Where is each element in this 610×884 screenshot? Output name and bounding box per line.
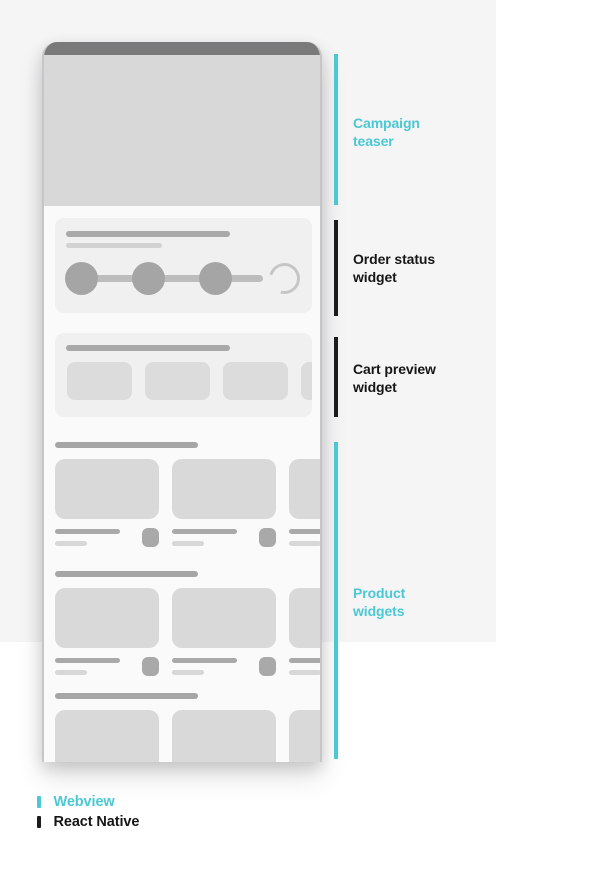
- product-meta: [55, 657, 159, 676]
- product-action-placeholder: [259, 528, 276, 547]
- product-card: [55, 710, 159, 762]
- cart-item-tile: [223, 362, 288, 400]
- order-title-placeholder: [66, 231, 230, 237]
- product-meta: [289, 658, 320, 676]
- product-card: [55, 459, 159, 519]
- cart-item-tiles: [67, 362, 312, 400]
- product-action-placeholder: [259, 657, 276, 676]
- product-card: [55, 588, 159, 648]
- product-action-placeholder: [142, 657, 159, 676]
- legend-marker-webview-icon: [37, 795, 41, 809]
- phone-content: [44, 218, 320, 762]
- product-card: [172, 459, 276, 519]
- product-card-row: [55, 588, 320, 648]
- label-campaign-teaser: Campaign teaser: [353, 115, 420, 149]
- product-meta-row: [55, 528, 320, 547]
- product-card: [172, 588, 276, 648]
- product-meta: [172, 657, 276, 676]
- legend-label-react-native: React Native: [53, 814, 140, 830]
- label-order-status-widget: Order status widget: [353, 251, 436, 285]
- phone-status-bar: [44, 42, 320, 55]
- label-product-widgets: Product widgets: [353, 585, 406, 619]
- step-connector: [81, 275, 149, 282]
- legend-marker-react-native-icon: [37, 815, 41, 829]
- cart-preview-widget: [55, 333, 312, 417]
- product-card-row: [55, 710, 320, 762]
- product-meta-row: [55, 657, 320, 676]
- step-dot-done: [65, 262, 98, 295]
- product-meta: [55, 528, 159, 547]
- bracket-line-order-status: [334, 220, 338, 316]
- step-dot-done: [132, 262, 165, 295]
- step-dot-done: [199, 262, 232, 295]
- step-spinner-pending: [263, 257, 306, 300]
- legend-item-webview: Webview: [37, 794, 115, 810]
- product-card: [172, 710, 276, 762]
- bracket-line-product-widgets: [334, 442, 338, 759]
- product-action-placeholder: [142, 528, 159, 547]
- product-section-title-placeholder: [55, 693, 198, 699]
- order-subtitle-placeholder: [66, 243, 162, 248]
- product-section-title-placeholder: [55, 442, 198, 448]
- campaign-teaser-block: [44, 55, 320, 206]
- bracket-line-campaign-teaser: [334, 54, 338, 205]
- product-card-row: [55, 459, 320, 519]
- cart-item-tile: [301, 362, 312, 400]
- product-section-title-placeholder: [55, 571, 198, 577]
- product-card: [289, 588, 320, 648]
- legend-item-react-native: React Native: [37, 814, 139, 830]
- step-connector: [148, 275, 216, 282]
- product-meta: [172, 528, 276, 547]
- legend-label-webview: Webview: [53, 794, 115, 810]
- cart-item-tile: [67, 362, 132, 400]
- cart-title-placeholder: [66, 345, 230, 351]
- product-card: [289, 459, 320, 519]
- label-cart-preview-widget: Cart preview widget: [353, 361, 436, 395]
- cart-item-tile: [145, 362, 210, 400]
- product-meta: [289, 529, 320, 547]
- step-connector: [215, 275, 263, 282]
- order-status-widget: [55, 218, 312, 313]
- product-card: [289, 710, 320, 762]
- bracket-line-cart-preview: [334, 337, 338, 417]
- phone-mockup: [42, 42, 322, 762]
